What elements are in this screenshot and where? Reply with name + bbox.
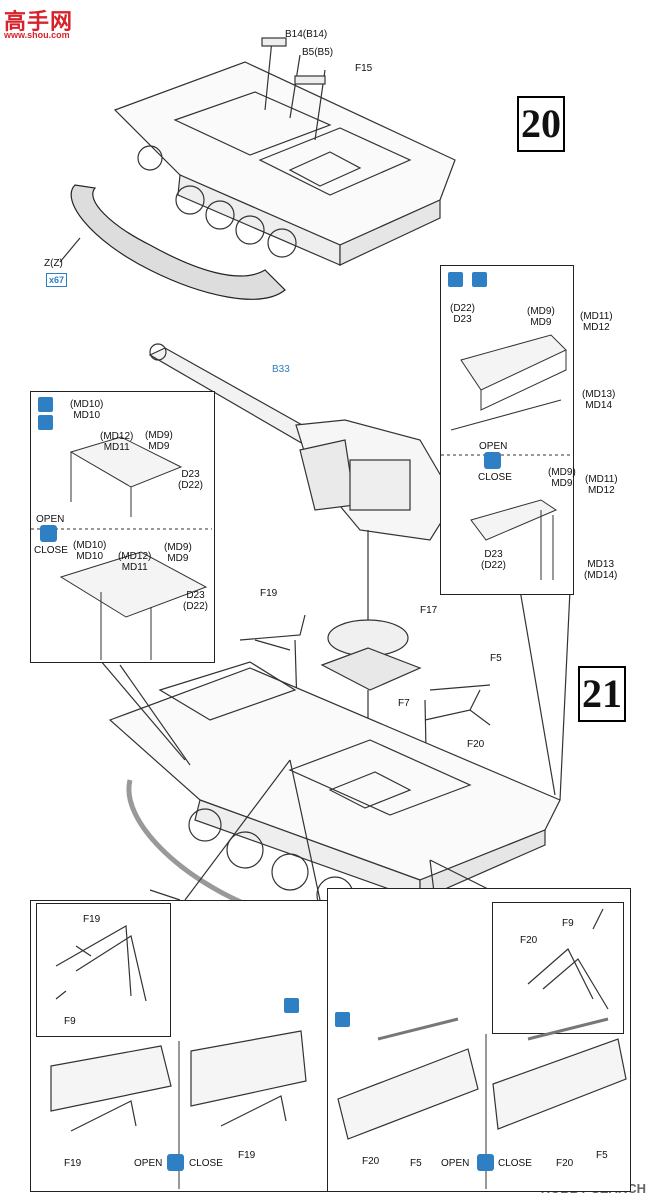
label-open-bottom-left: OPEN (134, 1158, 163, 1169)
detail-bottom-left-drawing (50, 925, 307, 1189)
label-md9-b-left: (MD9)MD9 (164, 542, 192, 564)
label-close-left: CLOSE (34, 545, 68, 556)
paint-icon (448, 272, 463, 287)
detail-panel-right (440, 265, 574, 595)
label-f20-close: F20 (556, 1158, 574, 1169)
part-label-f15: F15 (355, 63, 373, 74)
part-label-f19: F19 (260, 588, 278, 599)
label-f20-open: F20 (362, 1156, 380, 1167)
label-f19-inset: F19 (83, 914, 101, 925)
part-label-f7: F7 (398, 698, 410, 709)
step-number-21: 21 (578, 666, 626, 722)
detail-right-drawing (441, 334, 571, 580)
label-md13-b: MD13(MD14) (584, 559, 618, 581)
part-label-f20: F20 (467, 739, 485, 750)
part-label-zz: Z(Z) (44, 258, 63, 269)
track-drawing (70, 184, 286, 300)
paint-icon-bottom-right (335, 1012, 350, 1027)
label-f20-inset: F20 (520, 935, 538, 946)
part-label-b14: B14(B14) (285, 29, 328, 40)
label-d23-b: D23(D22) (481, 549, 507, 571)
detail-panel-left (30, 391, 215, 663)
label-close-bottom-left: CLOSE (189, 1158, 223, 1169)
label-f9-inset-right: F9 (562, 918, 574, 929)
label-d22-d23: (D22)D23 (450, 303, 476, 325)
rotate-icon-left (40, 525, 57, 542)
step20-hull-drawing (113, 61, 456, 266)
paint-icon-bottom-left (284, 998, 299, 1013)
label-md13-md14: (MD13)MD14 (582, 389, 616, 411)
label-open-right: OPEN (479, 441, 508, 452)
watermark-url: www.shou.com (4, 30, 70, 40)
glue-icon-left (38, 415, 53, 430)
part-label-f17: F17 (420, 605, 438, 616)
label-md11-md12: (MD11)MD12 (580, 311, 613, 333)
watermark-logo: 高手网 (4, 9, 74, 34)
rotate-icon-bottom-left (167, 1154, 184, 1171)
label-f5-close: F5 (596, 1150, 608, 1161)
label-f19-open: F19 (64, 1158, 82, 1169)
part-label-b33: B33 (272, 364, 290, 375)
label-f9-inset: F9 (64, 1016, 76, 1027)
detail-bottom-right-drawing (337, 908, 627, 1189)
label-md11-b: (MD11)MD12 (585, 474, 618, 496)
label-md10-b: (MD10)MD10 (73, 540, 107, 562)
rotate-icon-bottom-right (477, 1154, 494, 1171)
inset-f19-assembly (36, 903, 171, 1037)
label-md9-left: (MD9)MD9 (145, 430, 173, 452)
label-md9-b: (MD9)MD9 (548, 467, 576, 489)
part-label-f5: F5 (490, 653, 502, 664)
label-d23-b-left: D23(D22) (183, 590, 209, 612)
label-close-right: CLOSE (478, 472, 512, 483)
label-md10: (MD10)MD10 (70, 399, 104, 421)
label-md12: (MD12)MD11 (100, 431, 134, 453)
glue-icon (472, 272, 487, 287)
detail-left-drawing (31, 436, 212, 660)
step-number-20: 20 (517, 96, 565, 152)
rotate-icon-right (484, 452, 501, 469)
part-label-b5: B5(B5) (302, 47, 334, 58)
label-md12-b: (MD12)MD11 (118, 551, 152, 573)
gun-barrel-drawing (148, 343, 456, 541)
quantity-badge: x67 (46, 273, 68, 287)
label-open-bottom-right: OPEN (441, 1158, 470, 1169)
paint-icon-left (38, 397, 53, 412)
inset-f20-assembly (492, 902, 624, 1034)
label-f5-open: F5 (410, 1158, 422, 1169)
label-f19-close: F19 (238, 1150, 256, 1161)
label-close-bottom-right: CLOSE (498, 1158, 532, 1169)
label-md9: (MD9)MD9 (527, 306, 555, 328)
label-d23-left: D23(D22) (178, 469, 204, 491)
label-open-left: OPEN (36, 514, 65, 525)
